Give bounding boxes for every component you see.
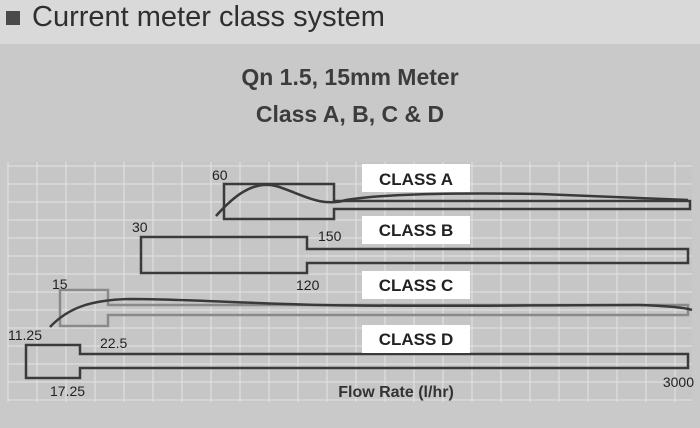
- class-a-envelope: [222, 182, 692, 221]
- slide-header: Current meter class system: [0, 0, 700, 44]
- class-a-label-box: [362, 164, 470, 192]
- class-d-envelope: [24, 343, 690, 380]
- x-axis-label: Flow Rate (l/hr): [338, 384, 454, 401]
- class-c-error-curve: [49, 297, 693, 328]
- class-d-label-box: [362, 325, 470, 353]
- plot-background: [8, 162, 692, 402]
- class-b-min-flow-label: 30: [132, 219, 148, 235]
- chart-title-line-2: Class A, B, C & D: [255, 101, 445, 127]
- class-c-transition-flow-label: 22.5: [100, 335, 127, 351]
- class-a-label: CLASS A: [379, 170, 453, 189]
- class-d-transition-flow-label: 17.25: [50, 383, 85, 399]
- class-b-envelope: [139, 235, 690, 275]
- class-c-min-flow-label: 15: [52, 276, 68, 292]
- class-a-error-curve: [215, 183, 689, 217]
- class-a-transition-flow-label: 150: [318, 228, 342, 244]
- class-c-label-box: [362, 271, 470, 299]
- class-b-label: CLASS B: [379, 221, 454, 240]
- class-d-min-flow-label: 11.25: [8, 327, 42, 343]
- class-d-label: CLASS D: [379, 330, 454, 349]
- chart-title-line-1: Qn 1.5, 15mm Meter: [241, 64, 459, 90]
- class-b-label-box: [362, 216, 470, 244]
- class-c-label: CLASS C: [379, 276, 454, 295]
- bullet-square-icon: [6, 11, 20, 25]
- class-a-min-flow-label: 60: [212, 167, 228, 183]
- class-b-transition-flow-label: 120: [296, 277, 320, 293]
- slide-title: Current meter class system: [32, 1, 385, 33]
- grid: [7, 162, 692, 402]
- class-c-envelope: [58, 288, 690, 328]
- x-axis-end-label: 3000: [663, 374, 694, 390]
